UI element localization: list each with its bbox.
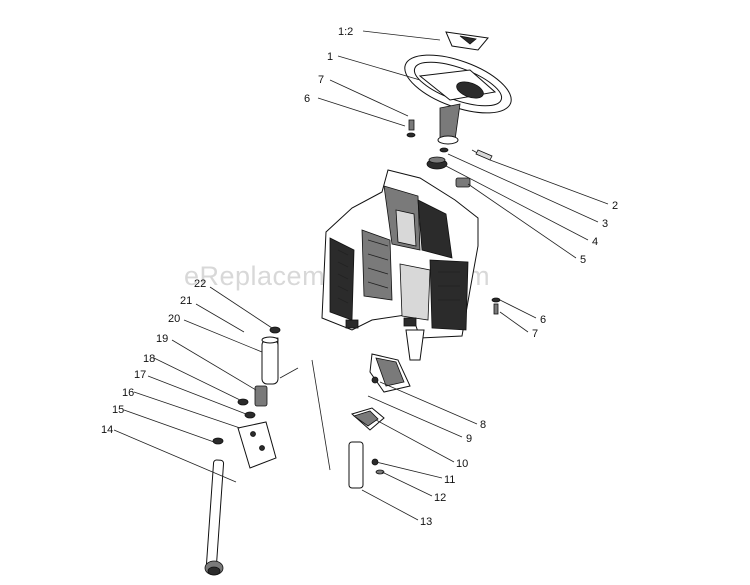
steering-wheel-cap [445,31,489,51]
upper-bolt [406,119,416,138]
callout-13: 13 [420,516,432,528]
callout-12: 12 [434,492,446,504]
steering-wheel [404,54,512,145]
callout-8: 8 [480,419,486,431]
callout-18: 18 [143,353,155,365]
steering-shaft-stack [204,326,281,576]
callout-19: 19 [156,333,168,345]
callout-3: 3 [602,218,608,230]
callout-6-right: 6 [540,314,546,326]
callout-7-top: 7 [318,74,324,86]
callout-20: 20 [168,313,180,325]
callout-11: 11 [444,474,455,486]
callout-10: 10 [456,458,468,470]
callout-17: 17 [134,369,146,381]
callout-6-top: 6 [304,93,310,105]
callout-5: 5 [580,254,586,266]
steering-hub-parts [426,147,493,188]
right-hardware [491,297,501,315]
dash-shroud [321,169,479,361]
reference-line-left-2 [279,367,299,379]
steering-column-support [348,353,411,489]
callout-15: 15 [112,404,124,416]
callout-4: 4 [592,236,598,248]
callout-21: 21 [180,295,192,307]
callout-7-right: 7 [532,328,538,340]
callout-1: 1 [327,51,333,63]
callout-1-2: 1:2 [338,26,353,38]
callout-16: 16 [122,387,134,399]
callout-22: 22 [194,278,206,290]
reference-line-left [311,359,331,471]
callout-2: 2 [612,200,618,212]
callout-labels: 1:2 1 7 6 2 3 4 5 6 7 22 21 20 19 18 17 … [101,26,618,528]
callout-14: 14 [101,424,113,436]
callout-9: 9 [466,433,472,445]
leader-lines [113,30,609,521]
